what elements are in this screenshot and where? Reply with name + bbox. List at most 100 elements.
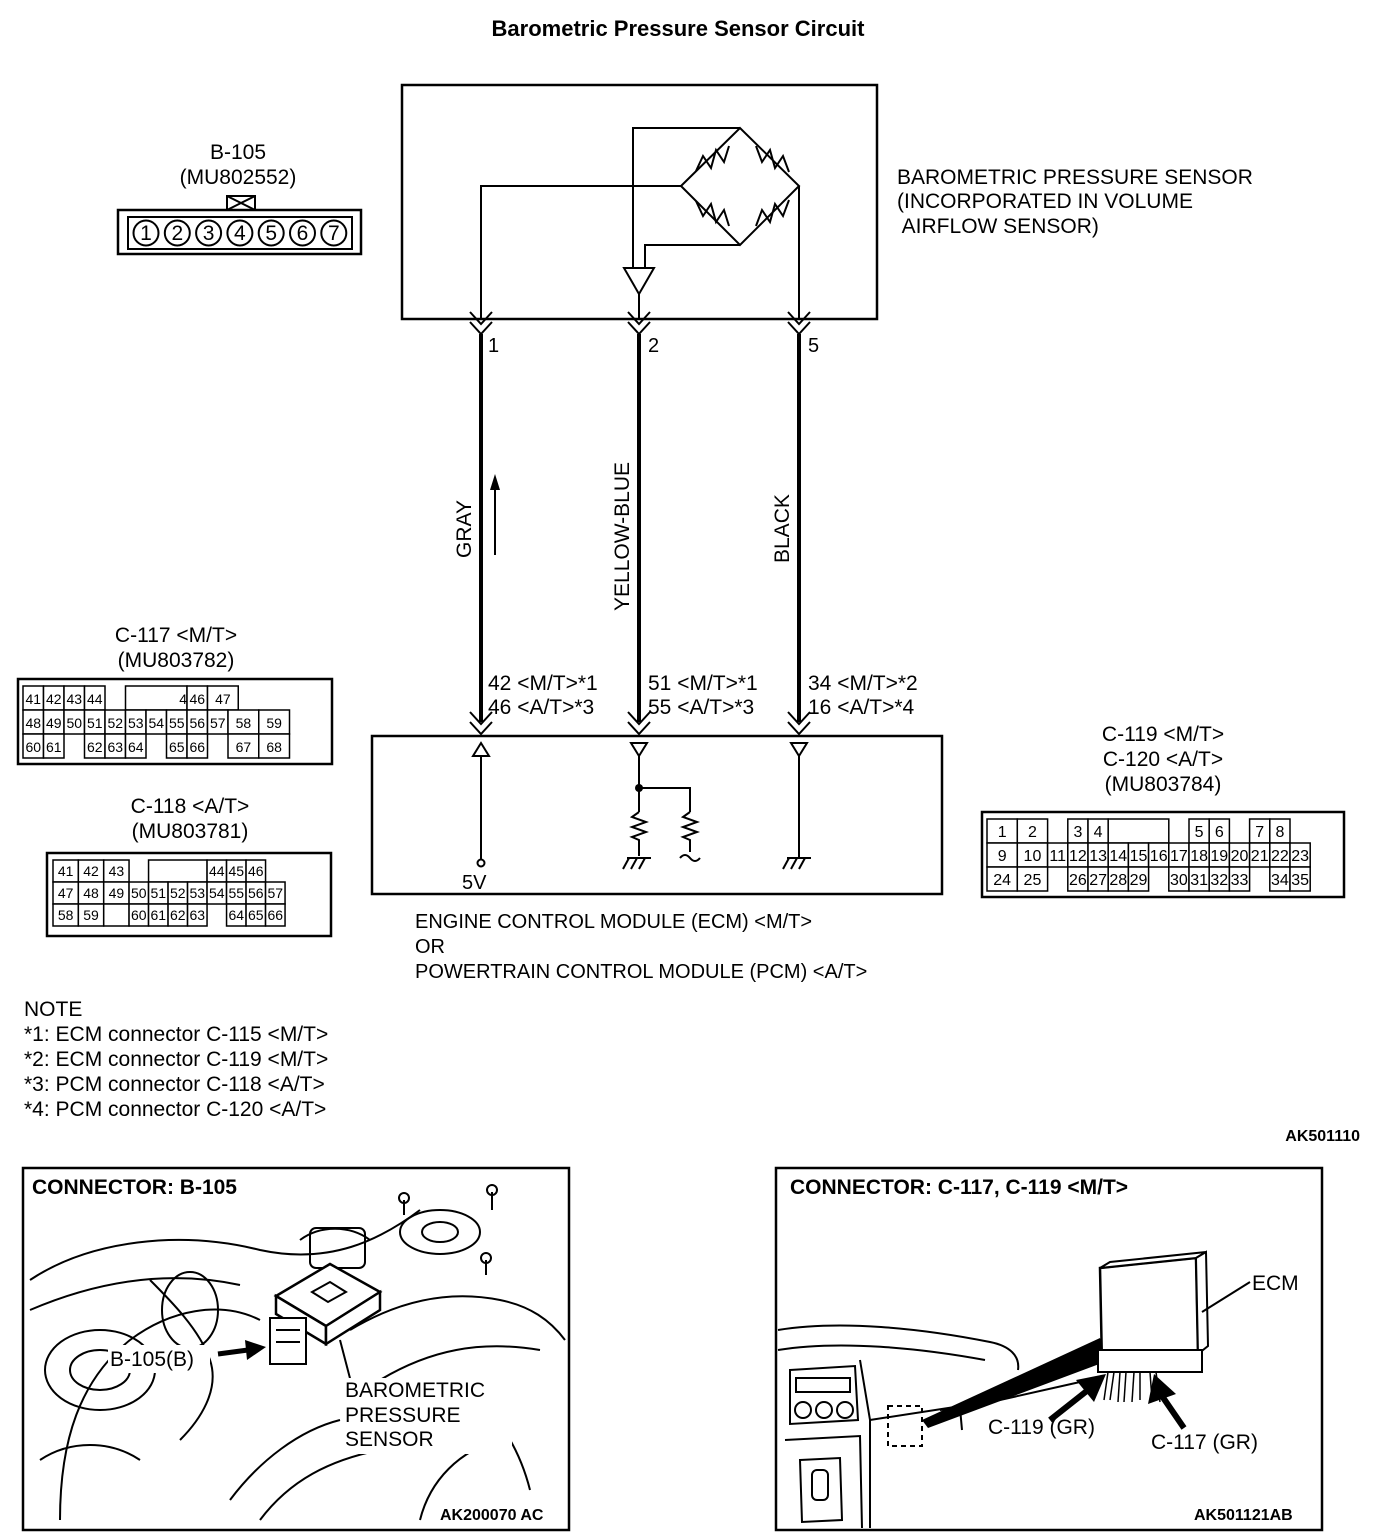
diagram-title: Barometric Pressure Sensor Circuit <box>492 16 866 41</box>
panel-connector-b105: CONNECTOR: B-105 <box>21 1166 571 1532</box>
connector-cell-label: 34 <box>1271 872 1289 889</box>
connector-cell-label: 28 <box>1109 872 1127 889</box>
connector-cell-label: 15 <box>1130 848 1148 865</box>
panel-left-sensor-line-3: SENSOR <box>345 1428 434 1451</box>
ecm-pin-black-at: 16 <A/T>*4 <box>808 696 915 719</box>
connector-cell-label: 63 <box>107 739 123 755</box>
connector-cell <box>1228 866 1251 892</box>
signal-direction-arrow-icon <box>490 474 500 555</box>
connector-cell-label: 53 <box>128 715 144 731</box>
connector-cell-label: 9 <box>998 848 1007 865</box>
panel-connector-c117-c119: CONNECTOR: C-117, C-119 <M/T> <box>774 1166 1324 1532</box>
connector-cell-label: 26 <box>1069 872 1087 889</box>
connector-c117-name: C-117 <M/T> <box>115 624 237 647</box>
connector-cell-label: 61 <box>46 739 62 755</box>
sensor-label-line-1: BAROMETRIC PRESSURE SENSOR <box>897 166 1253 189</box>
figure-code-top: AK501110 <box>1285 1128 1360 1145</box>
connector-cell-label: 60 <box>131 907 147 923</box>
panel-left-sensor-line-2: PRESSURE <box>345 1404 461 1427</box>
connector-cell <box>986 842 1019 868</box>
ecm-pin-black-mt: 34 <M/T>*2 <box>808 672 918 695</box>
connector-cell-label: 67 <box>236 739 252 755</box>
note-4: *4: PCM connector C-120 <A/T> <box>24 1098 326 1121</box>
connector-cell-label: 6 <box>1215 824 1224 841</box>
callout-b105: B-105(B) <box>110 1348 194 1371</box>
connector-b105-pin-label: 1 <box>140 222 152 245</box>
connector-cell-label: 54 <box>148 715 164 731</box>
panel-right-ecm-label: ECM <box>1252 1272 1299 1295</box>
connector-key-slot <box>147 859 208 883</box>
connector-cell-label: 46 <box>189 691 205 707</box>
connector-cell-label: 58 <box>236 715 252 731</box>
connector-cell <box>206 685 239 711</box>
sensor-pin-2: 2 <box>648 335 659 357</box>
note-3: *3: PCM connector C-118 <A/T> <box>24 1073 325 1096</box>
note-2: *2: ECM connector C-119 <M/T> <box>24 1048 328 1071</box>
connector-cell-label: 62 <box>87 739 103 755</box>
ecm-pin-yb-mt: 51 <M/T>*1 <box>648 672 758 695</box>
wire-color-black: BLACK <box>771 494 794 563</box>
connector-b105-pin-label: 2 <box>171 222 183 245</box>
connector-cell-label: 30 <box>1170 872 1188 889</box>
connector-cell-label: 53 <box>190 885 206 901</box>
connector-cell-label: 22 <box>1271 848 1289 865</box>
connector-b105-pin-label: 7 <box>328 222 340 245</box>
zoom-pointer <box>922 1338 1110 1428</box>
connector-cell-label: 33 <box>1231 872 1249 889</box>
connector-cell-label: 59 <box>83 907 99 923</box>
connector-cell <box>258 733 291 759</box>
connector-cell-label: 56 <box>248 885 264 901</box>
ecm-label-line-3: POWERTRAIN CONTROL MODULE (PCM) <A/T> <box>415 961 867 983</box>
connector-cell-label: 55 <box>169 715 185 731</box>
connector-cell-label: 48 <box>83 885 99 901</box>
connector-cell-label: 61 <box>151 907 167 923</box>
connector-b105-pin-label: 3 <box>203 222 215 245</box>
sensor-label-line-3: AIRFLOW SENSOR) <box>897 215 1099 238</box>
connector-cell-label: 43 <box>66 691 82 707</box>
connector-cell-label: 60 <box>25 739 41 755</box>
connector-cell-label: 11 <box>1049 848 1066 865</box>
connector-cell-label: 18 <box>1190 848 1208 865</box>
connector-cell-label: 24 <box>993 872 1011 889</box>
connector-cell <box>1016 818 1049 844</box>
connector-key-slot <box>102 903 130 927</box>
connector-cell-label: 66 <box>268 907 284 923</box>
connector-cell-label: 42 <box>46 691 62 707</box>
connector-cell-label: 29 <box>1130 872 1148 889</box>
connector-cell <box>258 709 291 735</box>
connector-cell-label: 19 <box>1210 848 1228 865</box>
connector-c119-name: C-119 <M/T> <box>1102 723 1224 746</box>
sensor-label-line-2: (INCORPORATED IN VOLUME <box>897 190 1193 213</box>
connector-c117: C-117 <M/T> (MU803782) 41424344454647484… <box>16 624 334 766</box>
connector-cell-label: 63 <box>190 907 206 923</box>
note-1: *1: ECM connector C-115 <M/T> <box>24 1023 328 1046</box>
connector-cell-label: 20 <box>1231 848 1249 865</box>
connector-b105-pin-label: 4 <box>234 222 246 245</box>
connector-cell-label: 66 <box>189 739 205 755</box>
connector-cell-label: 35 <box>1291 872 1309 889</box>
connector-cell-label: 48 <box>25 715 41 731</box>
connector-c117-part: (MU803782) <box>118 649 235 672</box>
callout-arrow-icon <box>217 1340 266 1360</box>
connector-key-slot <box>1107 818 1170 844</box>
ecm-pin-gray-mt: 42 <M/T>*1 <box>488 672 598 695</box>
c117-arrow-icon <box>1148 1374 1187 1430</box>
connector-cell-label: 57 <box>210 715 226 731</box>
connector-cell <box>186 903 208 927</box>
amplifier-icon <box>622 267 656 297</box>
connector-cell-label: 16 <box>1150 848 1168 865</box>
connector-cell-label: 44 <box>87 691 103 707</box>
connector-cell-label: 47 <box>58 885 74 901</box>
connector-cell-label: 21 <box>1251 848 1269 865</box>
connector-cell-label: 17 <box>1170 848 1188 865</box>
connector-cell-label: 47 <box>215 691 231 707</box>
connector-b105-pin <box>132 219 160 247</box>
connector-cell-label: 8 <box>1275 824 1284 841</box>
panel-right-c119-label: C-119 (GR) <box>988 1416 1095 1439</box>
ecm-pin-yb-at: 55 <A/T>*3 <box>648 696 754 719</box>
connector-cell-label: 64 <box>229 907 245 923</box>
ground-icon <box>622 857 651 870</box>
connector-cell-label: 4 <box>1094 824 1103 841</box>
